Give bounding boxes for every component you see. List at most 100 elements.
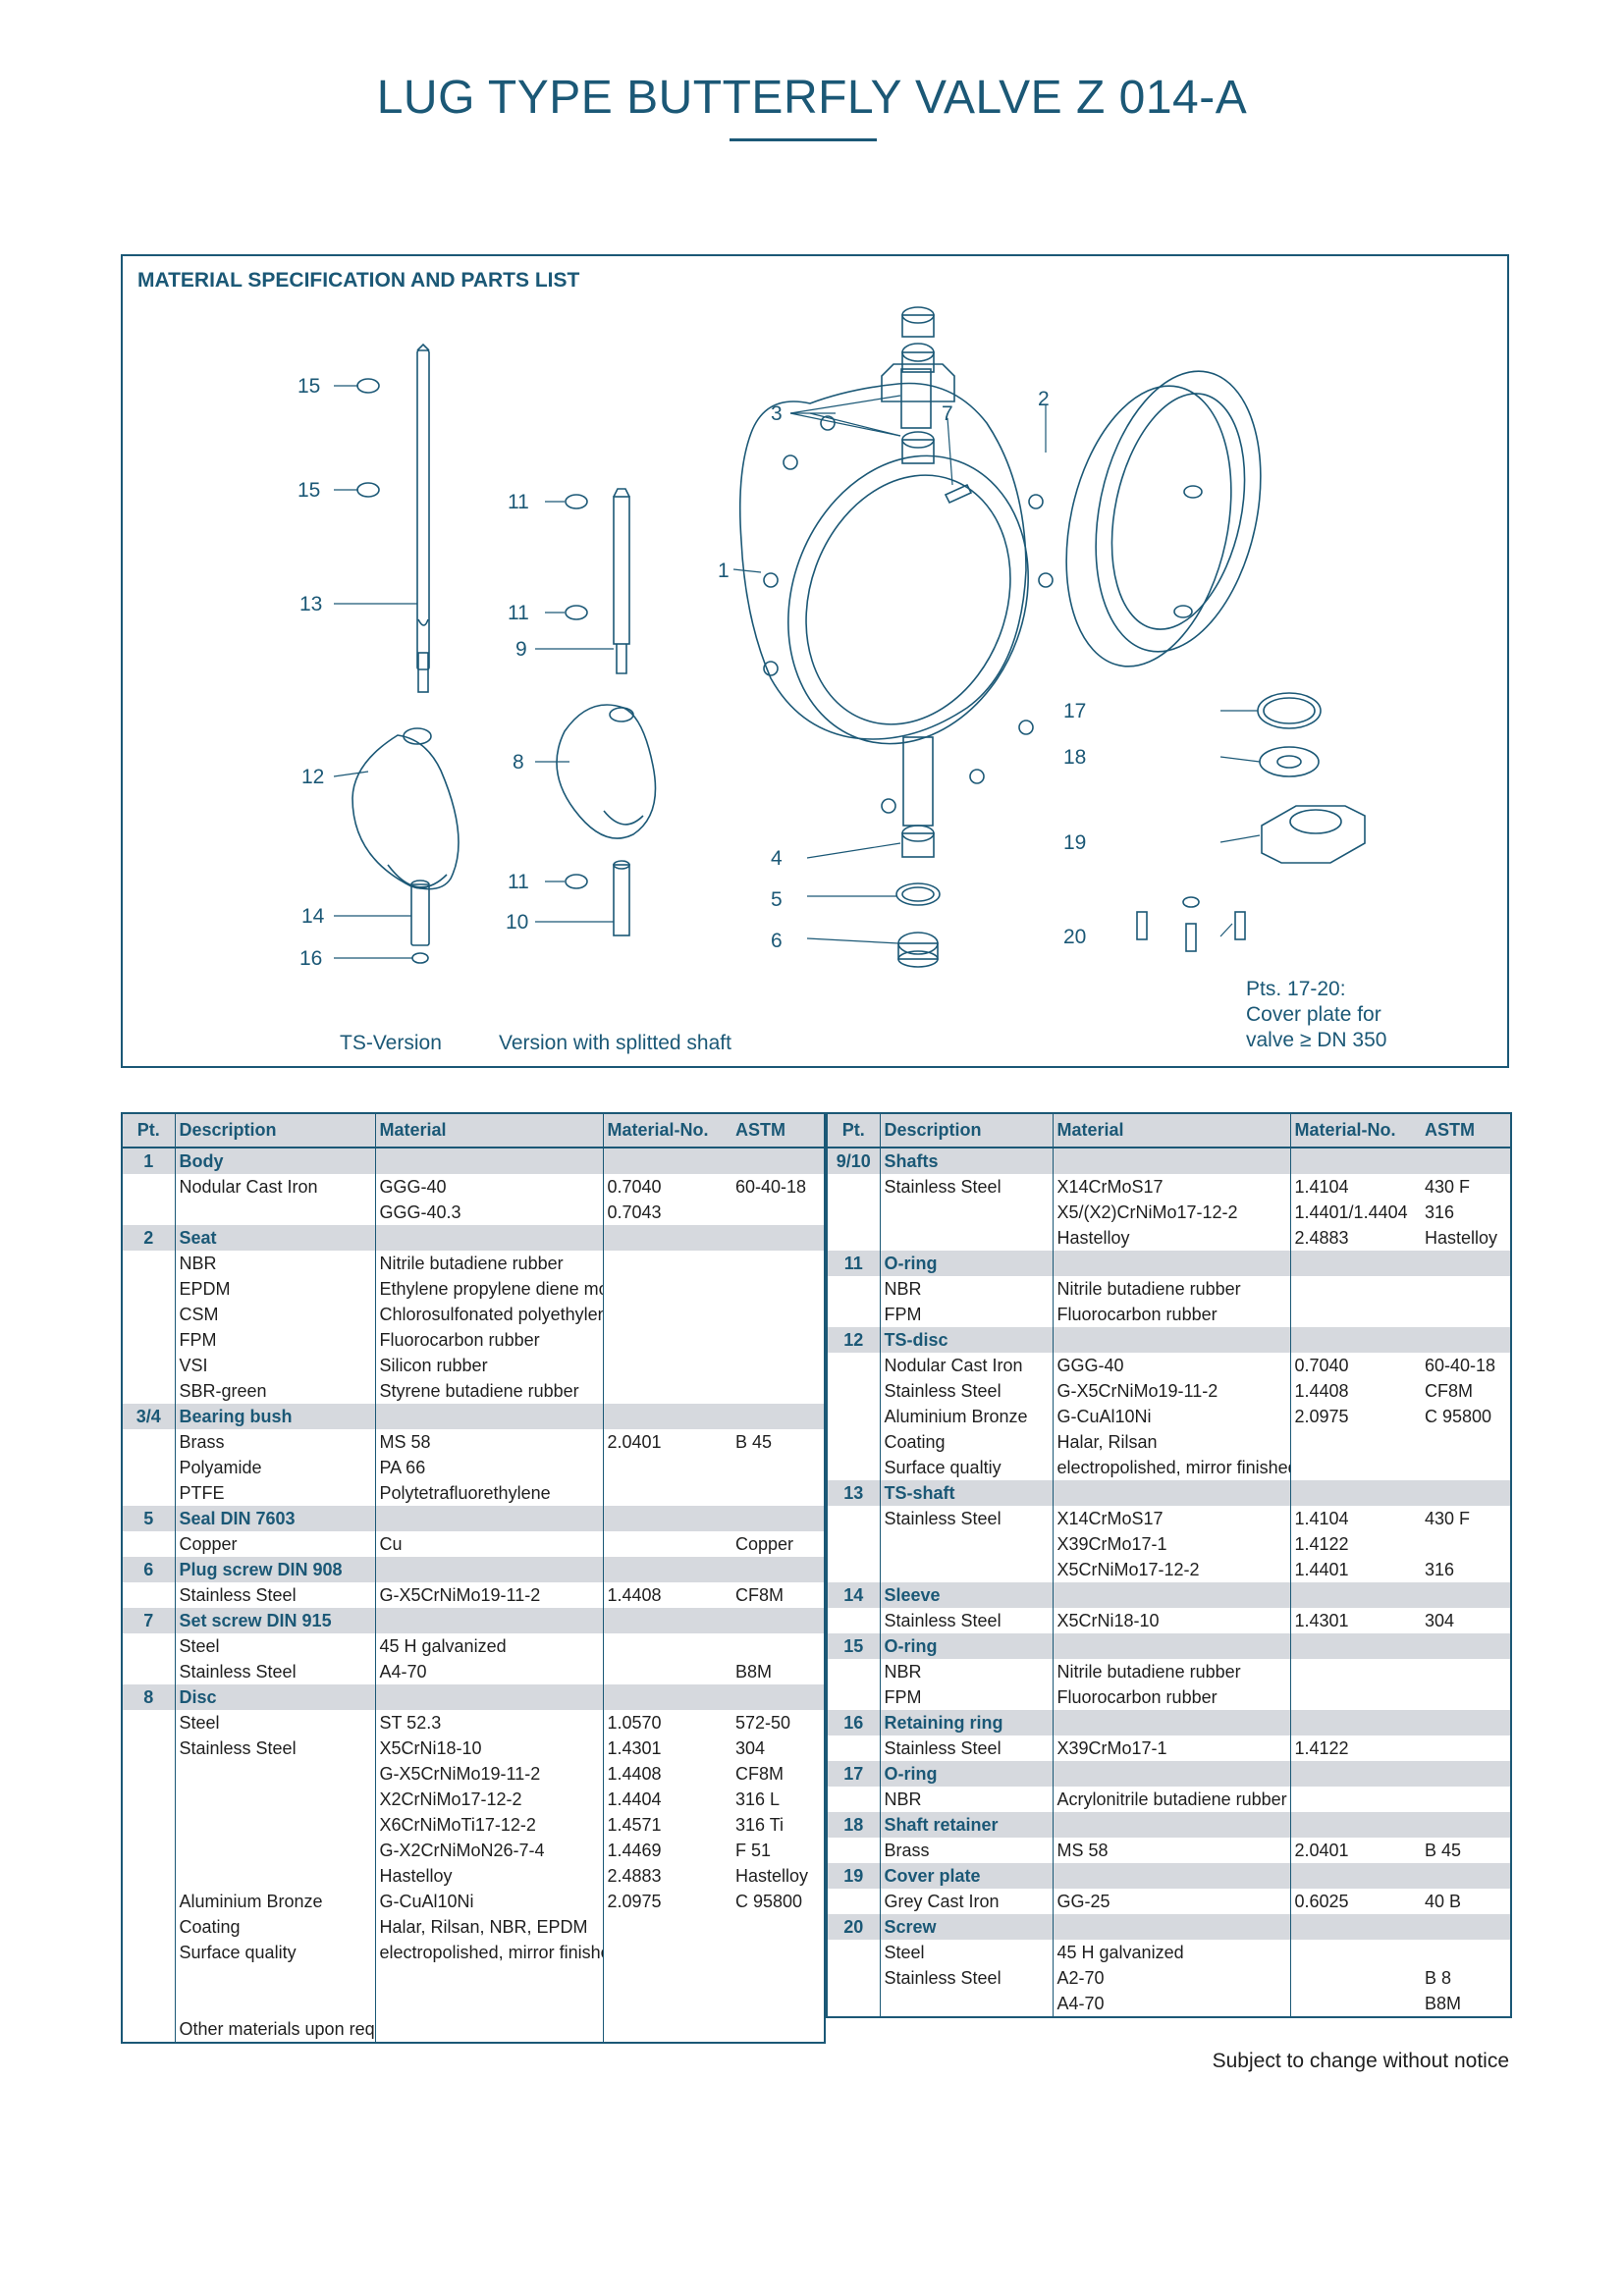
cell-description [879, 1531, 1054, 1557]
cell-pt [826, 1378, 881, 1404]
cell-astm: 316 [1421, 1200, 1512, 1225]
cell-material-no [1289, 1710, 1421, 1735]
cell-material [374, 1965, 604, 1991]
cell-material: X5CrNi18-10 [374, 1735, 604, 1761]
caption-split-version: Version with splitted shaft [499, 1032, 731, 1054]
cell-astm [731, 1684, 826, 1710]
callout-label: 8 [513, 751, 524, 774]
cell-material-no [1289, 1812, 1421, 1838]
cell-material: G-X5CrNiMo19-11-2 [374, 1582, 604, 1608]
cell-material-no [1289, 1633, 1421, 1659]
lower-parts-drawing [895, 825, 941, 968]
cell-material: Nitrile butadiene rubber [1052, 1276, 1291, 1302]
cell-pt: 1 [121, 1148, 176, 1174]
cell-astm: B8M [1421, 1991, 1512, 2017]
cell-material-no: 2.0975 [1289, 1404, 1421, 1429]
cell-material: Acrylonitrile butadiene rubber [1052, 1787, 1291, 1812]
cell-material [374, 1148, 604, 1174]
cell-astm: B8M [731, 1659, 826, 1684]
col-header-description: Description [879, 1113, 1054, 1148]
section-heading: MATERIAL SPECIFICATION AND PARTS LIST [137, 269, 580, 292]
cell-material: GGG-40.3 [374, 1200, 604, 1225]
cell-material: Chlorosulfonated polyethylene rubber [374, 1302, 604, 1327]
cell-material-no: 1.4408 [602, 1761, 731, 1787]
cell-description: Stainless Steel [879, 1378, 1054, 1404]
cell-astm [731, 1633, 826, 1659]
cell-material: 45 H galvanized [1052, 1940, 1291, 1965]
cell-material [1052, 1582, 1291, 1608]
cell-pt [121, 1353, 176, 1378]
cell-astm [1421, 1327, 1512, 1353]
cell-material-no [602, 1276, 731, 1302]
cell-material: GGG-40 [1052, 1353, 1291, 1378]
cell-pt [826, 1991, 881, 2017]
cell-astm [731, 1302, 826, 1327]
callout-label: 11 [508, 602, 529, 624]
cell-description: O-ring [879, 1251, 1054, 1276]
callout-label: 2 [1038, 388, 1050, 410]
cell-material-no [602, 1914, 731, 1940]
cell-description: Stainless Steel [879, 1174, 1054, 1200]
cell-material-no [1289, 1582, 1421, 1608]
cell-astm [1421, 1455, 1512, 1480]
cell-material-no [602, 1940, 731, 1965]
cell-astm [731, 1965, 826, 1991]
cover-note-line: Cover plate for [1246, 1003, 1381, 1026]
cell-pt [121, 1659, 176, 1684]
cell-description [174, 1863, 376, 1889]
cell-material-no [1289, 1327, 1421, 1353]
cell-pt [826, 1276, 881, 1302]
cell-material-no: 2.4883 [602, 1863, 731, 1889]
cell-pt [121, 1761, 176, 1787]
cell-description [879, 1200, 1054, 1225]
cell-material [374, 1404, 604, 1429]
cell-material-no [602, 1404, 731, 1429]
cell-description: Seat [174, 1225, 376, 1251]
cell-pt: 12 [826, 1327, 881, 1353]
cell-pt: 5 [121, 1506, 176, 1531]
cell-pt [121, 1302, 176, 1327]
cell-material: MS 58 [374, 1429, 604, 1455]
cell-material: A2-70 [1052, 1965, 1291, 1991]
cell-pt: 19 [826, 1863, 881, 1889]
cell-material-no: 0.6025 [1289, 1889, 1421, 1914]
cell-pt: 14 [826, 1582, 881, 1608]
cell-material-no [602, 1659, 731, 1684]
cell-material: X39CrMo17-1 [1052, 1531, 1291, 1557]
cell-pt [826, 1506, 881, 1531]
cell-pt [121, 1378, 176, 1404]
cell-material: X39CrMo17-1 [1052, 1735, 1291, 1761]
cell-material: Cu [374, 1531, 604, 1557]
cell-material: Halar, Rilsan, NBR, EPDM [374, 1914, 604, 1940]
cell-pt [826, 1889, 881, 1914]
cell-pt [121, 2016, 176, 2043]
cell-astm: C 95800 [1421, 1404, 1512, 1429]
cover-note-line: Pts. 17-20: [1246, 978, 1346, 1000]
cell-pt: 17 [826, 1761, 881, 1787]
cell-description: Cover plate [879, 1863, 1054, 1889]
cell-description: Steel [879, 1940, 1054, 1965]
cell-astm [731, 1991, 826, 2016]
cell-material: Fluorocarbon rubber [1052, 1302, 1291, 1327]
cell-material-no [602, 1455, 731, 1480]
cell-pt [826, 1735, 881, 1761]
table-header-row: Pt. Description Material Material-No. AS… [121, 1113, 826, 1148]
cell-description: Disc [174, 1684, 376, 1710]
